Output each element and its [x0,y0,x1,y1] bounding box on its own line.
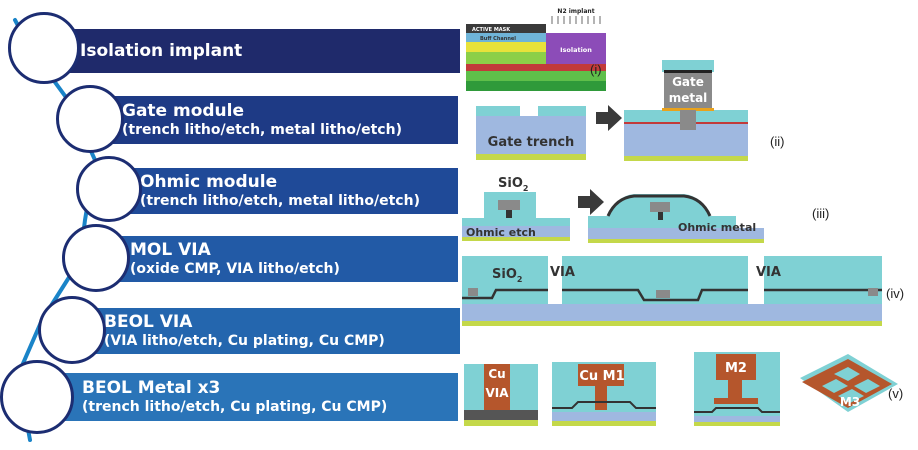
cu-via-label: VIA [485,386,509,400]
via-label-2: VIA [756,265,781,280]
cu-m1-label: Cu M1 [579,369,624,384]
ohmic-etch-structure: SiO2 Ohmic etch [462,176,570,241]
step-detail: (trench litho/etch, Cu plating, Cu CMP) [82,399,388,415]
isolation-region [546,33,606,64]
panel-iv-number: (iv) [886,286,905,301]
gate-trench-structure: Gate trench [476,106,586,160]
implant-arrows [551,16,601,24]
panel-iii-number: (iii) [812,206,830,221]
cu-m1-structure: Cu M1 [552,362,656,426]
substrate-layer [466,81,606,91]
step-circle-5 [38,296,106,364]
m3-label: M3 [840,395,860,409]
mol-oxide-label: SiO2 [492,267,522,284]
process-arrow [596,105,622,131]
step-title: BEOL Metal x3 [82,378,221,398]
panel-i-number: (i) [590,62,602,77]
m3-structure: M3 [800,354,898,412]
via-label-1: VIA [550,265,575,280]
step-band-beol-metal: BEOL Metal x3 (trench litho/etch, Cu pla… [22,373,458,421]
active-mask [466,24,546,33]
channel-label: Buff Channel [480,36,516,42]
panel-iv-mol-via-diagram: SiO2 VIA VIA [462,254,882,326]
step-title: MOL VIA [130,240,211,260]
step-circle-3 [76,156,142,222]
via-opening-2 [748,254,764,304]
gate-metal-label-1: Gate [672,75,704,89]
step-band-isolation: Isolation implant [28,29,460,73]
step-circle-4 [62,224,130,292]
step-detail: (trench litho/etch, metal litho/etch) [140,193,420,209]
step-detail: (VIA litho/etch, Cu plating, Cu CMP) [104,333,385,349]
ohmic-metal-trace [462,288,882,302]
step-title: BEOL VIA [104,312,193,332]
step-band-mol-via: MOL VIA (oxide CMP, VIA litho/etch) [86,236,458,282]
panel-ii-gate-diagram: Gate trench Gate metal [476,60,748,161]
channel-layer [466,33,606,42]
buffer-layer-2 [466,64,606,71]
step-detail: (trench litho/etch, metal litho/etch) [122,122,402,138]
step-detail: (oxide CMP, VIA litho/etch) [130,261,340,277]
panel-ii-number: (ii) [770,134,785,149]
gate-trench-label: Gate trench [488,135,575,150]
ohmic-oxide-label: SiO2 [498,176,528,193]
ohmic-metal-label: Ohmic metal [678,221,756,234]
via-opening-1 [548,254,562,304]
m2-label: M2 [725,361,747,376]
step-title: Gate module [122,101,245,121]
gate-metal-structure: Gate metal [624,60,748,161]
step-circle-1 [8,12,80,84]
buffer-layer-3 [466,71,606,81]
isolation-label: Isolation [560,46,592,54]
step-band-beol-via: BEOL VIA (VIA litho/etch, Cu plating, Cu… [60,308,460,354]
step-band-gate: Gate module (trench litho/etch, metal li… [78,96,458,144]
gate-metal-label-2: metal [669,91,708,105]
barrier-layer [466,42,606,52]
panel-iii-ohmic-diagram: SiO2 Ohmic etch Ohmic metal [462,176,764,243]
ohmic-etch-label: Ohmic etch [466,226,536,239]
cu-label: Cu [488,367,505,381]
oxide-fill [462,256,882,304]
m2-structure: M2 [694,352,780,426]
panel-v-number: (v) [888,386,904,401]
process-arrow [578,189,604,215]
mask-label: ACTIVE MASK [472,27,511,33]
step-title: Isolation implant [80,41,243,61]
panel-i-isolation-diagram: N2 implant ACTIVE MASK Buff Channel Isol… [466,8,606,91]
panel-v-beol-diagram: Cu VIA Cu M1 M2 [464,352,898,426]
ohmic-metal-structure: Ohmic metal [588,194,764,243]
cu-via-structure: Cu VIA [464,364,538,426]
step-band-ohmic: Ohmic module (trench litho/etch, metal l… [96,168,458,214]
step-title: Ohmic module [140,172,278,192]
step-circle-6 [0,360,74,434]
step-circle-2 [56,85,124,153]
implant-label: N2 implant [557,8,594,15]
